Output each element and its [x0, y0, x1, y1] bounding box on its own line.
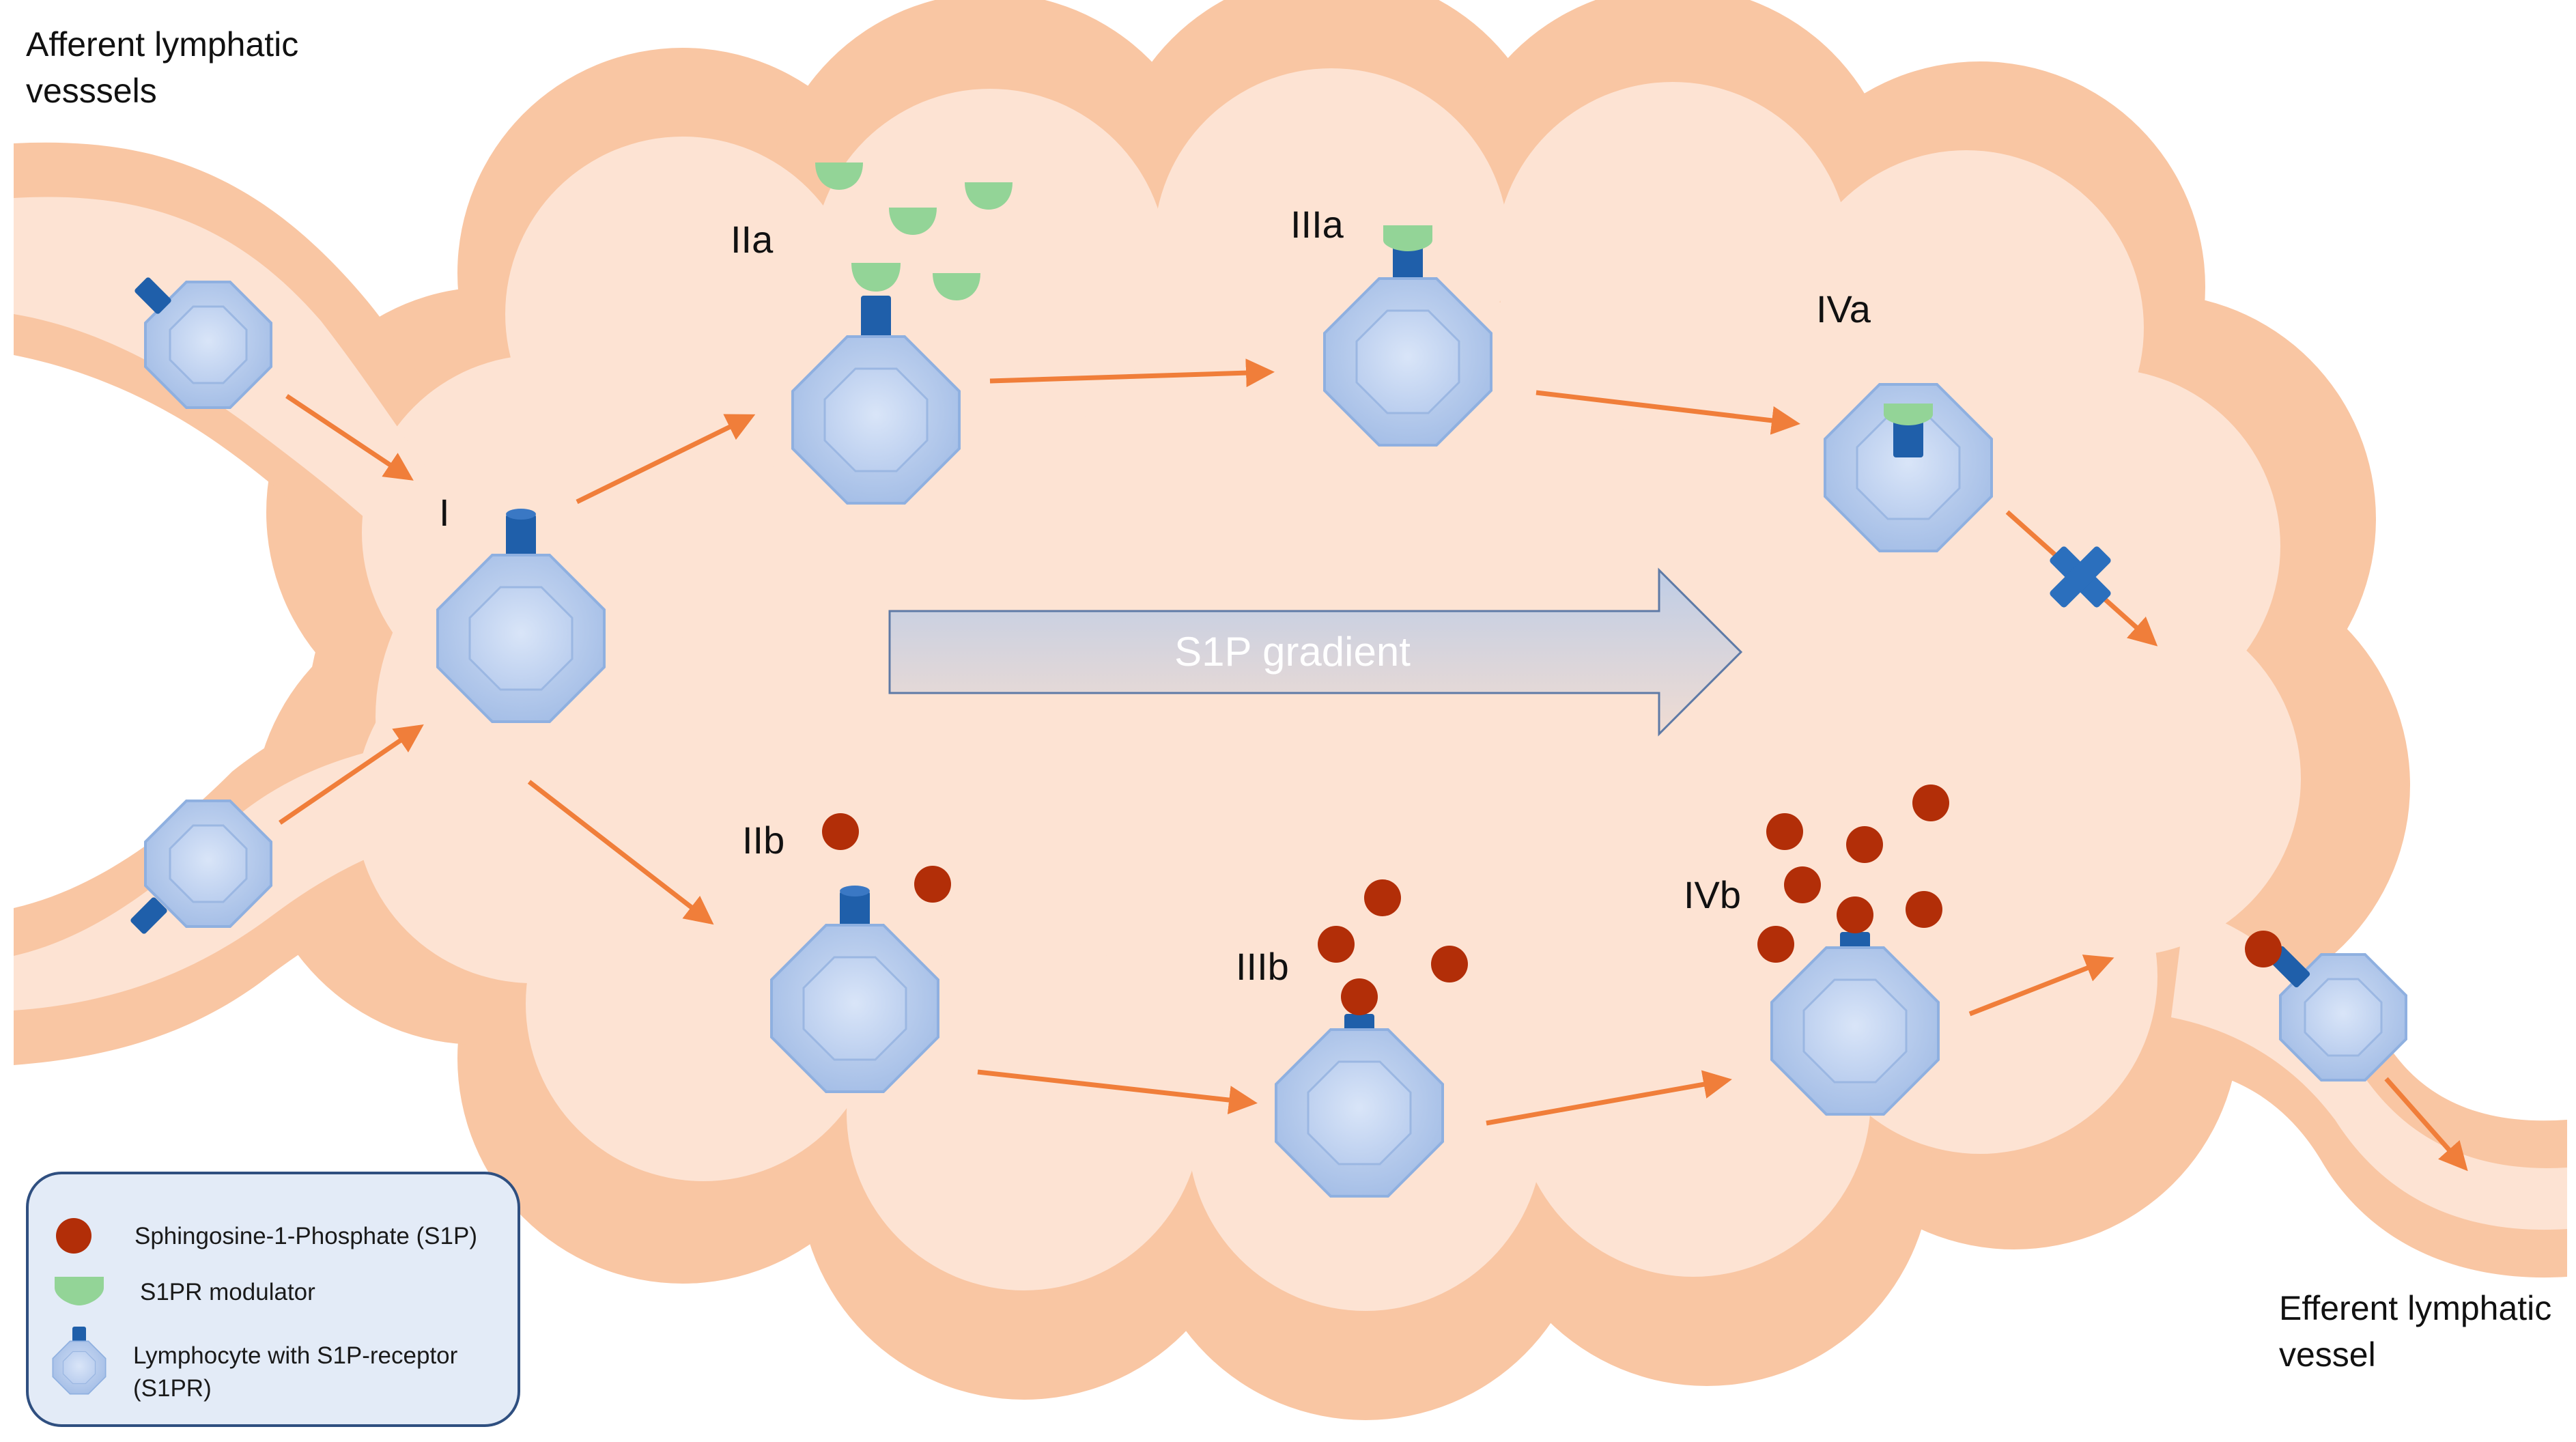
s1p-molecule	[822, 813, 859, 850]
modulator-free	[933, 273, 980, 300]
arrow-afferent-top-to-I	[285, 394, 414, 481]
modulator-internalized-IVa	[1884, 404, 1933, 425]
arrow-efferent-out	[2384, 1077, 2468, 1172]
s1p-gradient-arrow	[888, 567, 1743, 737]
modulator-free	[815, 162, 863, 190]
legend-modulator-swatch	[55, 1277, 104, 1305]
flow-arrows	[279, 358, 2468, 1172]
lymphocyte-efferent	[2245, 931, 2407, 1082]
s1p-gradient-label: S1P gradient	[1174, 629, 1411, 675]
arrow-I-to-IIa	[576, 414, 756, 505]
stage-label-IVb: IVb	[1684, 873, 1741, 916]
legend-s1p-label: Sphingosine-1-Phosphate (S1P)	[135, 1223, 477, 1249]
s1p-molecule	[1912, 784, 1949, 821]
modulator-bound-IIa	[851, 263, 901, 292]
stage-label-IIb: IIb	[742, 819, 784, 862]
lymphocyte-stage-I	[436, 509, 606, 723]
s1p-molecule	[914, 866, 951, 903]
lymphocyte-afferent-bottom	[130, 800, 272, 934]
s1p-molecule	[1364, 879, 1401, 916]
s1p-molecules-IIIb	[1318, 879, 1468, 982]
afferent-label-line-2: vesssels	[26, 72, 157, 110]
efferent-label-line-1: Efferent lymphatic	[2279, 1289, 2551, 1327]
stage-label-IIa: IIa	[731, 218, 774, 261]
s1p-bound-IVb	[1837, 896, 1873, 933]
legend: Sphingosine-1-Phosphate (S1P) S1PR modul…	[26, 1172, 520, 1427]
s1p-molecule	[1846, 826, 1883, 863]
legend-lymphocyte-swatch	[52, 1327, 107, 1395]
arrow-IIIb-to-IVb	[1486, 1070, 1732, 1126]
modulator-free	[889, 208, 937, 235]
s1p-bound-IIIb	[1341, 978, 1378, 1015]
lymphocyte-stage-IIa	[791, 263, 961, 505]
legend-lymphocyte-label-line-2: (S1PR)	[133, 1375, 212, 1402]
lymphocyte-stage-IIIb	[1275, 978, 1444, 1198]
afferent-label-line-1: Afferent lymphatic	[26, 25, 298, 63]
arrow-afferent-bottom-to-I	[279, 724, 424, 825]
lymphocyte-afferent-top	[135, 277, 272, 409]
arrow-IIIa-to-IVa	[1535, 390, 1800, 435]
s1p-molecule	[1318, 926, 1355, 963]
arrow-IIa-to-IIIa	[989, 358, 1275, 388]
lymphocyte-stage-IVa	[1824, 383, 1993, 552]
legend-modulator-label: S1PR modulator	[140, 1279, 315, 1305]
s1p-molecule	[1766, 813, 1803, 850]
arrow-I-to-IIb	[527, 780, 714, 925]
arrow-IIb-to-IIIb	[977, 1069, 1258, 1114]
s1p-molecule	[1431, 946, 1468, 982]
lymphocyte-stage-IIb	[770, 886, 939, 1093]
cross-icon	[2050, 546, 2111, 608]
s1p-molecule	[1906, 891, 1942, 928]
stage-label-IIIa: IIIa	[1290, 203, 1344, 246]
modulators-free-IIa	[815, 162, 1013, 300]
s1p-molecule	[1757, 926, 1794, 963]
stage-label-I: I	[439, 491, 450, 534]
stage-label-IIIb: IIIb	[1236, 945, 1289, 988]
efferent-label-line-2: vessel	[2279, 1335, 2376, 1374]
legend-lymphocyte-label-line-1: Lymphocyte with S1P-receptor	[133, 1342, 458, 1369]
arrow-IVb-to-exit	[1968, 955, 2114, 1017]
modulator-free	[965, 182, 1013, 210]
legend-box	[26, 1172, 520, 1427]
modulator-bound-IIIa	[1383, 225, 1432, 251]
lymphocyte-stage-IVb	[1770, 896, 1940, 1116]
s1p-molecules-IIb	[822, 813, 951, 903]
legend-s1p-swatch	[56, 1218, 91, 1254]
s1p-molecules-IVb	[1757, 784, 1949, 963]
lymphocyte-stage-IIIa	[1323, 225, 1492, 447]
s1p-bound-efferent	[2245, 931, 2282, 967]
stage-label-IVa: IVa	[1816, 287, 1871, 330]
s1p-molecule	[1784, 866, 1821, 903]
